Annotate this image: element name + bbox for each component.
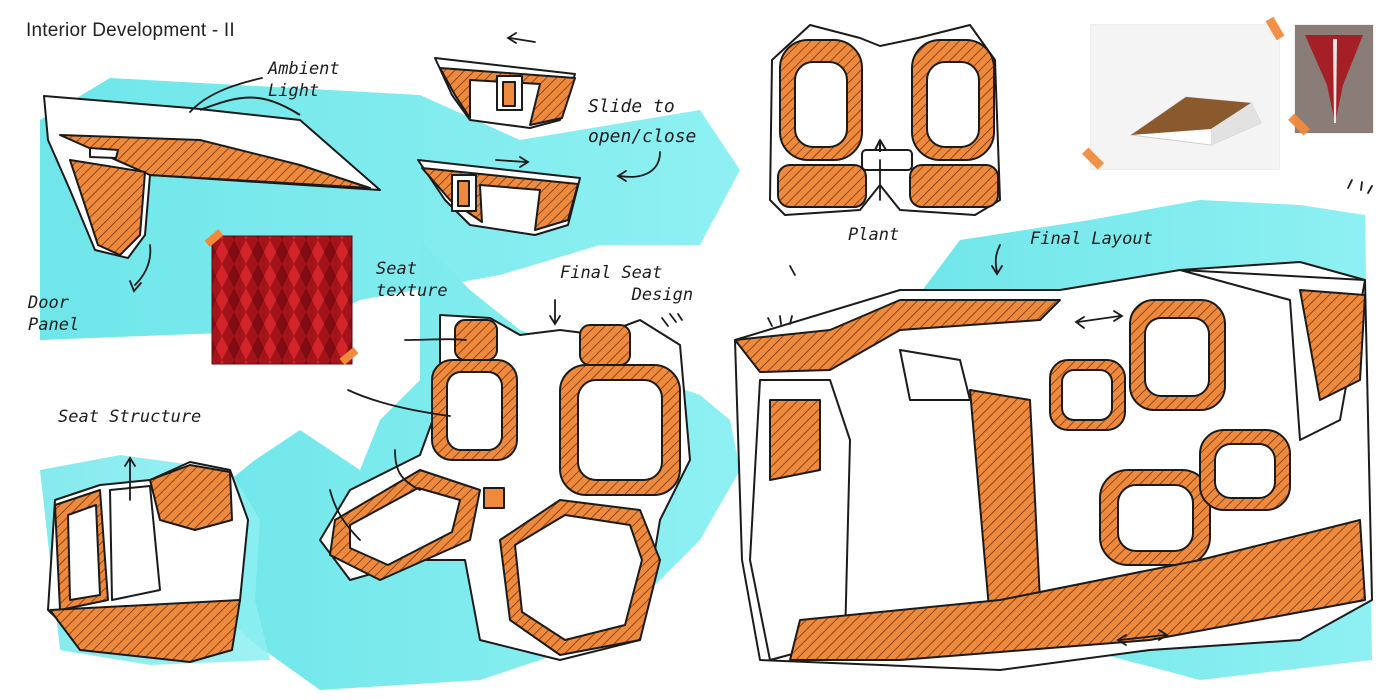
emphasis-ticks-right	[1347, 179, 1373, 194]
arrow-cushion	[394, 449, 421, 491]
arrow-slide-top	[509, 37, 536, 43]
emphasis-ticks-seat	[661, 313, 683, 327]
seat-texture-swatch	[204, 229, 359, 365]
final-layout-sketch	[734, 261, 1373, 671]
label-final-seat-design: Final Seat Design	[560, 263, 694, 305]
final-seat-design-sketch	[319, 314, 691, 661]
label-door-panel: Door Panel	[28, 293, 80, 335]
emphasis-ticks-layout	[767, 315, 793, 327]
arrow-slide-open	[619, 151, 661, 178]
arrowhead-final-layout	[991, 265, 1003, 276]
arrowhead-door-panel	[129, 280, 142, 293]
arrow-leg	[329, 489, 361, 541]
label-plant: Plant	[848, 225, 900, 245]
arrowheads-move-bottom	[1116, 629, 1169, 646]
slide-panel-top	[434, 57, 576, 129]
label-final-layout: Final Layout	[1030, 229, 1153, 249]
label-slide-open-close: Slide to open/close	[588, 96, 697, 147]
arrow-backrest	[347, 389, 451, 417]
label-seat-texture: Seat texture	[376, 259, 448, 301]
reference-photo-sculpture	[1294, 24, 1374, 134]
arrow-move-bottom	[1119, 634, 1166, 641]
red-sculpture-icon	[1295, 25, 1373, 133]
slide-panel-bottom	[417, 159, 581, 236]
label-ambient-light: Ambient Light	[268, 59, 340, 101]
wedge-object-icon	[1129, 96, 1262, 146]
arrow-slide-mid	[495, 159, 527, 163]
annotation-arrows	[124, 32, 1373, 646]
door-panel-sketch	[43, 95, 381, 259]
reference-photo-wedge	[1090, 24, 1280, 170]
arrowheads-move-seat	[1074, 310, 1124, 329]
seat-structure-sketch	[47, 461, 249, 663]
arrowhead-slide-top	[506, 32, 517, 44]
arrow-final-layout	[994, 244, 1001, 273]
arrow-ambient-light	[189, 77, 263, 113]
arrow-headrest	[404, 338, 467, 341]
top-seats-plan-sketch	[769, 24, 1001, 216]
arrowhead-slide-mid	[519, 156, 530, 168]
page-title: Interior Development - II	[26, 20, 235, 41]
label-seat-structure: Seat Structure	[58, 407, 202, 427]
arrowhead-slide-open	[616, 170, 627, 182]
arrowhead-final-seat	[549, 315, 561, 326]
arrow-move-seat	[1077, 315, 1121, 323]
arrow-design	[789, 265, 796, 276]
arrow-door-panel	[134, 244, 152, 286]
arrowhead-seat-structure	[124, 456, 136, 467]
